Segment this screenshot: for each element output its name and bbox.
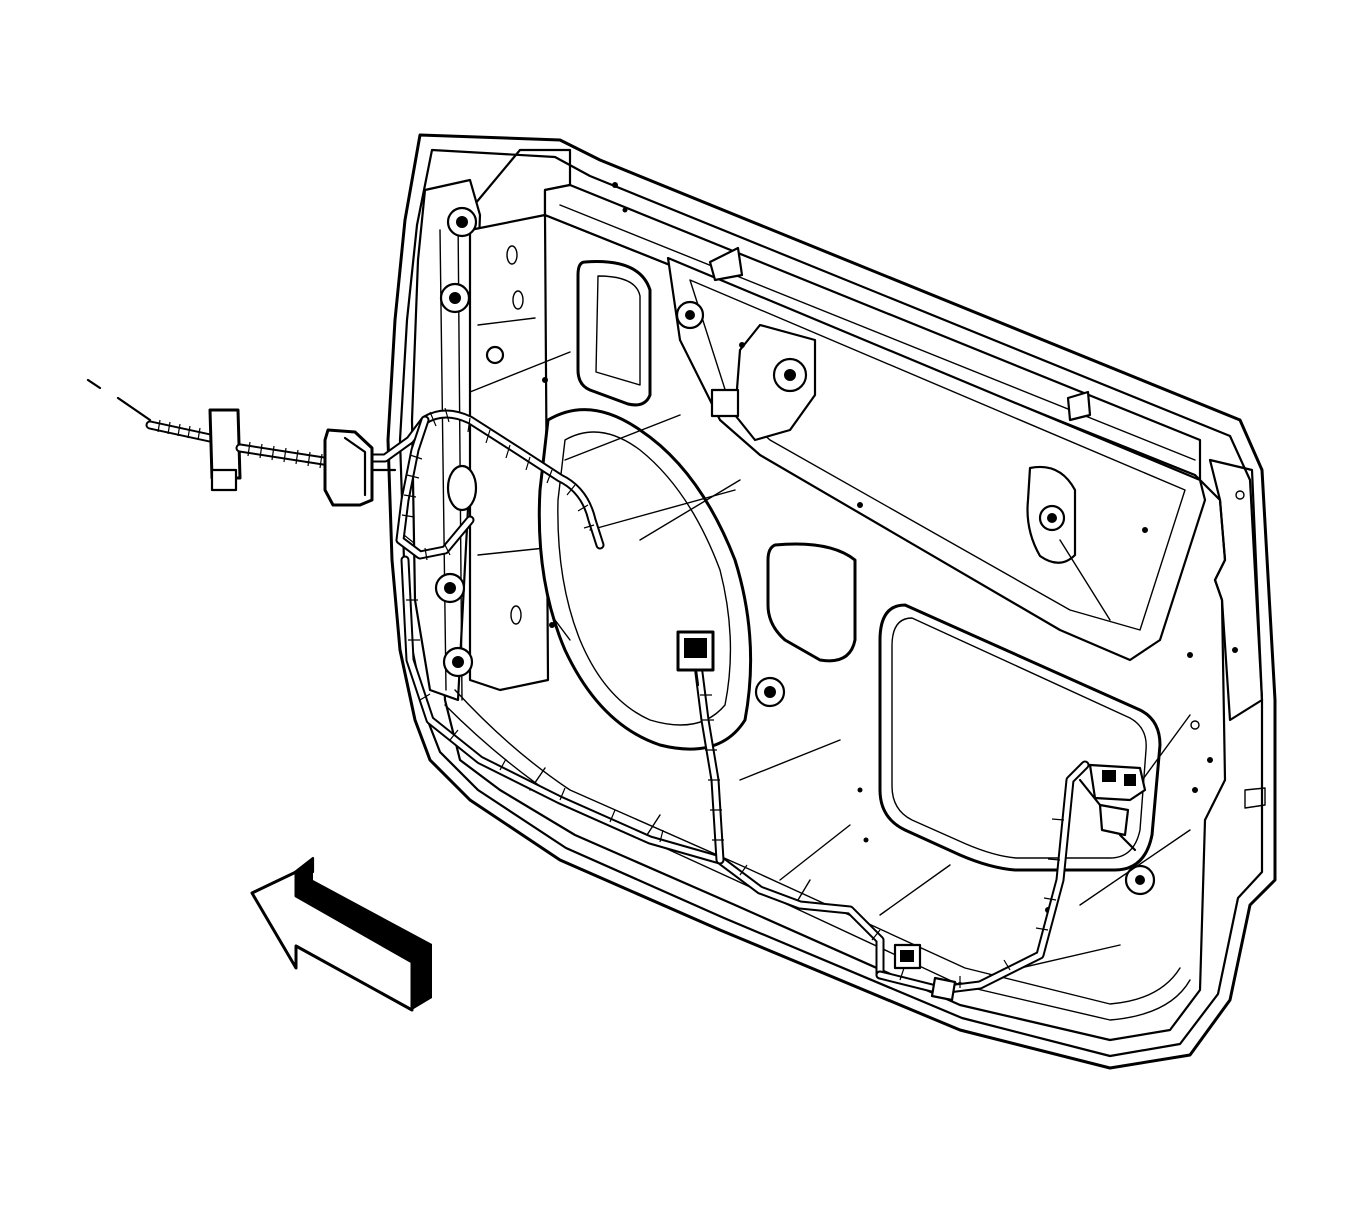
hinge-fasteners [434,206,524,678]
hinge-pillar [410,178,550,702]
lower-connector [893,943,957,1002]
speaker-connector [676,630,715,687]
harness-pass-through [86,378,397,507]
mid-access-hole [766,542,857,663]
latch-connectors [1078,763,1147,852]
wiring-harness [335,407,1090,995]
lower-access-hole [878,603,1162,872]
retainer-leaders [469,351,1191,976]
view-direction-arrow-icon [250,856,432,1012]
harness-leader-dash [86,378,102,390]
window-regulator-rail [666,246,1207,662]
upper-access-hole [576,260,652,407]
inline-connector [208,408,242,480]
